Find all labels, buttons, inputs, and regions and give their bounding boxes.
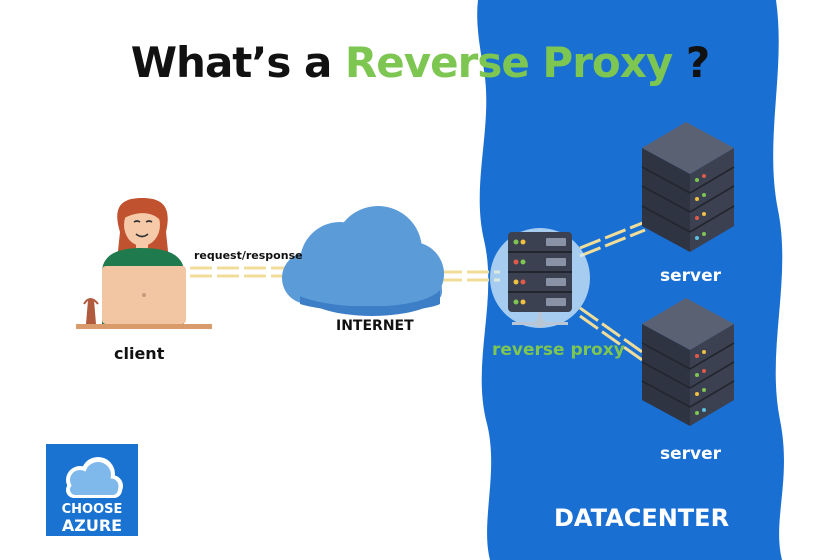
- title-highlight: Reverse Proxy: [344, 38, 673, 87]
- server-stack-icon-top: [641, 122, 735, 252]
- link-proxy-server-top-2: [579, 228, 646, 258]
- server-bottom-label: server: [660, 444, 722, 464]
- links: [190, 220, 646, 364]
- link-proxy-server-bottom: [579, 306, 646, 356]
- server-stack-icon-bottom: [641, 298, 735, 426]
- logo-line-1: CHOOSE: [61, 502, 123, 517]
- server-top-label: server: [660, 266, 722, 286]
- page-title: What’s a Reverse Proxy ?: [0, 38, 840, 87]
- woman-at-laptop-icon: [76, 198, 212, 329]
- request-response-label: request/response: [194, 249, 303, 262]
- server-rack-icon: [490, 228, 590, 328]
- title-prefix: What’s a: [130, 38, 345, 87]
- datacenter-label: DATACENTER: [554, 504, 730, 532]
- link-proxy-server-top: [579, 220, 646, 250]
- title-suffix: ?: [672, 38, 710, 87]
- logo-line-2: AZURE: [61, 516, 123, 535]
- reverse-proxy-label: reverse proxy: [492, 340, 625, 360]
- client-label: client: [114, 344, 165, 363]
- internet-label: INTERNET: [336, 318, 414, 334]
- link-proxy-server-bottom-2: [579, 314, 646, 364]
- logo-cloud-icon: [66, 457, 123, 498]
- cloud-icon: [282, 206, 444, 316]
- choose-azure-logo: CHOOSE AZURE: [46, 444, 138, 536]
